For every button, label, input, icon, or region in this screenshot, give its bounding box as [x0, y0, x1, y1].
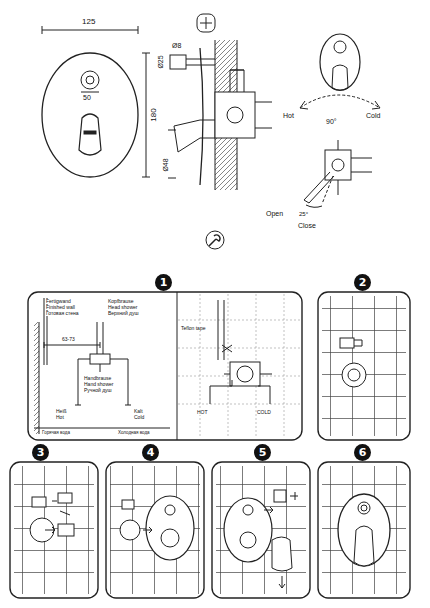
dimension-label: Close: [298, 222, 316, 229]
view-symbol-cross: [200, 17, 212, 29]
callout-circle: 2: [354, 274, 371, 291]
cartridge-parts: [340, 338, 366, 387]
part-label: Kopfbrause: [108, 299, 134, 304]
part-label: 63-73: [62, 337, 75, 342]
part-label: Cold: [134, 415, 144, 420]
dimension-label: Open: [266, 210, 283, 217]
part-label: Fertigwand: [46, 299, 71, 304]
part-label: Heiß: [56, 409, 67, 414]
part-label: Hot: [56, 415, 64, 420]
panel: [318, 462, 410, 598]
part-label: Верхний душ: [108, 311, 139, 316]
rough-in-valve: [178, 294, 301, 438]
step-6-finished: [338, 494, 390, 566]
panel: [28, 292, 302, 440]
dimension-label: Hot: [283, 112, 294, 119]
part-label: Горячая вода: [42, 431, 70, 436]
step-3-parts: [30, 493, 74, 542]
callout-number: 1: [160, 277, 168, 288]
callout-number: 3: [37, 447, 45, 458]
callout-circle: 5: [254, 444, 271, 461]
step-4-plate: [120, 496, 194, 560]
callout-circle: 6: [354, 444, 371, 461]
wrench-icon: [206, 231, 224, 249]
handle-rotation-view: [300, 34, 380, 109]
front-view: [42, 26, 150, 177]
dimension-label: 125: [82, 18, 95, 26]
open-close-view: [304, 140, 372, 207]
dimension-label: Ø25: [157, 55, 164, 68]
dimension-label: Ø8: [172, 42, 181, 49]
part-label: COLD: [257, 410, 271, 415]
callout-number: 6: [359, 447, 367, 458]
dimension-label: Ø48: [162, 158, 169, 171]
part-label: Hand shower: [84, 382, 113, 387]
step-5-handles: [224, 490, 298, 588]
dimension-label: 90°: [326, 118, 337, 125]
callout-circle: 4: [142, 444, 159, 461]
panel: [106, 462, 204, 598]
part-label: Head shower: [108, 305, 137, 310]
view-symbol: [197, 14, 215, 32]
callout-circle: 1: [155, 274, 172, 291]
panel: [318, 292, 410, 440]
part-label: Ручной душ: [84, 388, 112, 393]
callout-number: 2: [359, 277, 367, 288]
part-label: Teflon tape: [181, 326, 205, 331]
part-label: Готовая стена: [46, 311, 79, 316]
panel: [10, 462, 98, 598]
panel: [212, 462, 310, 598]
dimension-label: 25°: [299, 211, 308, 217]
part-label: Kalt: [134, 409, 143, 414]
part-label: Handbrause: [84, 376, 111, 381]
dimension-label: 180: [150, 108, 158, 121]
installation-scheme: [34, 298, 170, 434]
callout-number: 4: [147, 447, 155, 458]
dimension-label: Cold: [366, 112, 380, 119]
callout-number: 5: [259, 447, 267, 458]
dimension-label: 50: [83, 94, 91, 101]
side-view: [168, 40, 272, 190]
part-label: Finished wall: [46, 305, 75, 310]
part-label: Холодная вода: [118, 431, 150, 436]
part-label: HOT: [197, 410, 208, 415]
callout-circle: 3: [32, 444, 49, 461]
